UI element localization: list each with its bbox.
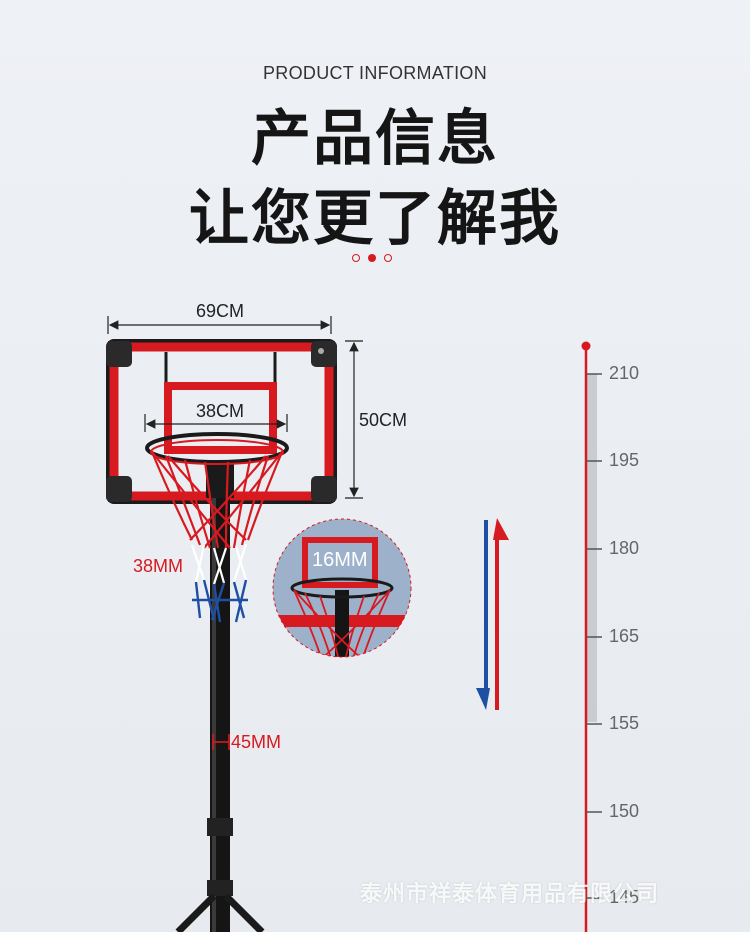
- scale-tick-label: 150: [609, 801, 640, 821]
- board-width-label: 69CM: [196, 301, 245, 321]
- height-dimension: [345, 340, 363, 499]
- title-line-1: 产品信息: [251, 104, 499, 174]
- dot-active: [368, 254, 376, 262]
- board-height-label: 50CM: [359, 410, 408, 430]
- rim-net: [145, 432, 289, 623]
- scale-tick-label: 195: [609, 450, 640, 470]
- scale-tick-label: 210: [609, 363, 640, 383]
- pole-dimension-marker: [212, 734, 230, 750]
- width-dimension: [107, 316, 332, 334]
- company-watermark: 泰州市祥泰体育用品有限公司: [360, 882, 660, 907]
- pagination-dots: [352, 254, 392, 262]
- dot: [384, 254, 392, 262]
- backboard: [106, 339, 337, 504]
- scale-tick-label: 180: [609, 538, 640, 558]
- scale-tick-label: 155: [609, 713, 640, 733]
- height-scale: [581, 341, 602, 932]
- scale-tick-label: 145: [609, 887, 640, 907]
- adjust-arrows-icon: [476, 518, 509, 710]
- subtitle: PRODUCT INFORMATION: [262, 63, 488, 83]
- rim-diameter-label: 38CM: [196, 401, 245, 421]
- dot: [352, 254, 360, 262]
- pole: [175, 462, 265, 932]
- detail-zoom-circle: [272, 518, 412, 658]
- net-cord-label: 38MM: [133, 556, 184, 576]
- rim-dimension: [144, 414, 288, 432]
- title-line-2: 让您更了解我: [189, 184, 561, 254]
- pole-diameter-label: 45MM: [231, 732, 282, 752]
- scale-tick-label: 165: [609, 626, 640, 646]
- detail-spacing-label: 16MM: [312, 549, 368, 571]
